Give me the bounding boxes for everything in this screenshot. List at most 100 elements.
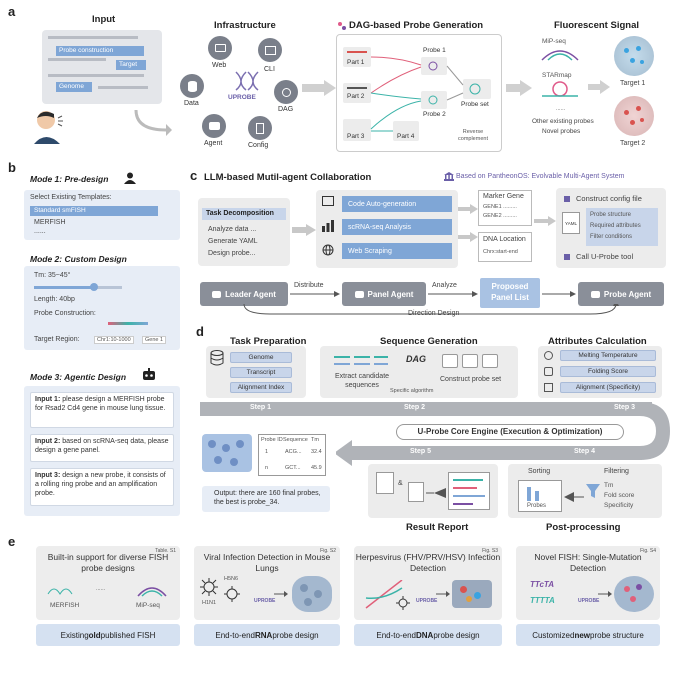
e3-foot-bold: DNA xyxy=(415,630,434,640)
direction-label: Direction Design xyxy=(408,310,460,317)
infra-agent: Agent xyxy=(204,140,223,147)
starmap-probe-icon xyxy=(542,81,578,97)
uprobe-logo-icon xyxy=(235,71,259,91)
e1-dots: ...... xyxy=(96,586,106,592)
folding-icon xyxy=(544,367,553,376)
e2-label-h1n1: H1N1 xyxy=(202,600,217,606)
arrow-distribute xyxy=(290,291,340,297)
output-text: Output: there are 160 final probes, the … xyxy=(202,486,330,512)
chr-input[interactable]: Chr1:10-1000 xyxy=(94,336,134,344)
post-box: Sorting Probes Filtering Tm Fold score S… xyxy=(508,464,662,518)
step-4: Step 4 xyxy=(574,448,596,455)
arrow-filter-sort xyxy=(564,492,584,502)
e1-foot: Existing old published FISH xyxy=(36,624,180,646)
leader-agent: Leader Agent xyxy=(200,282,288,306)
curved-arrow xyxy=(134,109,172,136)
input3-label: Input 3: xyxy=(35,472,61,479)
sorting-box: Probes xyxy=(518,480,562,512)
gene-input[interactable]: Gene 1 xyxy=(142,336,167,344)
robot-icon xyxy=(143,368,155,380)
probe-agent-label: Probe Agent xyxy=(603,289,652,299)
row2-seq: GCT... xyxy=(285,465,301,471)
e-card-4: Fig. S4 Novel FISH: Single-Mutation Dete… xyxy=(516,546,660,620)
arrow-panel-probe xyxy=(542,291,576,297)
panel-agent: Panel Agent xyxy=(342,282,426,306)
e1-label-merfish: MERFISH xyxy=(50,602,80,609)
mode2-title: Mode 2: Custom Design xyxy=(30,254,127,264)
dag-part4: Part 4 xyxy=(397,133,415,140)
dag-probe2: Probe 2 xyxy=(423,111,446,118)
dna-box: DNA Location Chrx:start-end xyxy=(478,232,532,262)
template-merfish[interactable]: MERFISH xyxy=(34,219,66,226)
mode1-label: Select Existing Templates: xyxy=(30,194,112,201)
signal-dots: ...... xyxy=(556,106,566,112)
dag-part2: Part 2 xyxy=(347,93,365,100)
config-icon xyxy=(248,116,272,140)
tm-slider[interactable] xyxy=(34,283,122,291)
report-icon xyxy=(376,472,394,494)
dna-title: DNA Location xyxy=(483,236,526,243)
e2-label-h5n6: H5N6 xyxy=(224,576,239,582)
dag-logo-icon xyxy=(338,22,346,30)
mode3-input1: Input 1: please design a MERFISH probe f… xyxy=(30,392,174,428)
arrow-tools-dna xyxy=(458,232,478,242)
th-probe-id: Probe ID xyxy=(261,437,283,443)
distribute-label: Distribute xyxy=(294,282,324,289)
task-item-3: Design probe... xyxy=(208,250,256,257)
web-icon xyxy=(208,36,232,60)
config-box: Construct config file YAML Probe structu… xyxy=(556,188,666,268)
task-prep-box: Genome Transcript Alignment Index xyxy=(206,346,306,398)
tool-web: Web Scraping xyxy=(342,243,452,259)
panel-e-letter: e xyxy=(8,534,16,549)
mode3-input3: Input 3: design a new probe, it consists… xyxy=(30,468,174,506)
globe-icon xyxy=(322,244,334,256)
mode2-target: Target Region: xyxy=(34,336,80,343)
dna-sub: Chrx:start-end xyxy=(483,249,518,255)
result-box: & xyxy=(368,464,498,518)
mode3-input2: Input 2: based on scRNA-seq data, please… xyxy=(30,434,174,462)
arrow-result xyxy=(426,488,446,498)
template-more: ...... xyxy=(34,228,46,235)
e2-uprobe: UPROBE xyxy=(254,598,276,604)
e2-ref: Fig. S2 xyxy=(320,548,336,554)
e4-foot-pre: Customized xyxy=(532,630,575,640)
filter-tm: Tm xyxy=(604,482,614,489)
mode2-box: Tm: 35~45° Length: 40bp Probe Constructi… xyxy=(24,266,180,350)
attr-melting: Melting Temperature xyxy=(560,350,656,361)
tag-genome: Genome xyxy=(56,82,92,92)
e3-foot-pre: End-to-end xyxy=(376,630,416,640)
dag-part1: Part 1 xyxy=(347,59,365,66)
panel-robot-icon xyxy=(354,290,364,298)
direction-arrow xyxy=(243,304,619,315)
task-decomp-box: Task Decomposition Analyze data ... Gene… xyxy=(198,198,290,266)
mode2-length: Length: 40bp xyxy=(34,296,75,303)
template-smfish[interactable]: Standard smFISH xyxy=(30,206,158,216)
conveyor-curve xyxy=(640,402,670,460)
tissue-image xyxy=(202,434,252,472)
seq-algo: Specific algorithm xyxy=(390,388,434,394)
probe-construction-bar xyxy=(108,322,148,325)
dag-reverse: Reverse complement xyxy=(458,129,488,142)
attr-title: Attributes Calculation xyxy=(548,336,647,347)
config-item-3: Filter conditions xyxy=(590,234,633,240)
sorting-label: Sorting xyxy=(528,468,551,475)
step-1: Step 1 xyxy=(250,404,272,411)
seq-gen-title: Sequence Generation xyxy=(380,336,478,347)
input3-text: design a new probe, it consists of a rol… xyxy=(35,472,166,497)
mode1-box: Select Existing Templates: Standard smFI… xyxy=(24,190,180,240)
seq-construct: Construct probe set xyxy=(440,376,502,383)
yaml-icon: YAML xyxy=(562,212,580,234)
signal-title: Fluorescent Signal xyxy=(554,20,639,31)
e-card-1: Table. S1 Built-in support for diverse F… xyxy=(36,546,180,620)
config-list: Probe structure Required attributes Filt… xyxy=(586,208,658,246)
th-tm: Tm xyxy=(311,437,319,443)
e1-probes-icon xyxy=(47,587,167,597)
task-title: Task Decomposition xyxy=(202,208,286,220)
row1-seq: ACG... xyxy=(285,449,302,455)
e3-ref: Fig. S3 xyxy=(482,548,498,554)
database-icon xyxy=(210,350,224,366)
prep-transcript: Transcript xyxy=(230,367,292,378)
lung-tissue-image xyxy=(292,576,332,612)
input-doc: Probe construction Target Genome xyxy=(42,30,162,104)
signal-starmap: STARmap xyxy=(542,72,572,79)
